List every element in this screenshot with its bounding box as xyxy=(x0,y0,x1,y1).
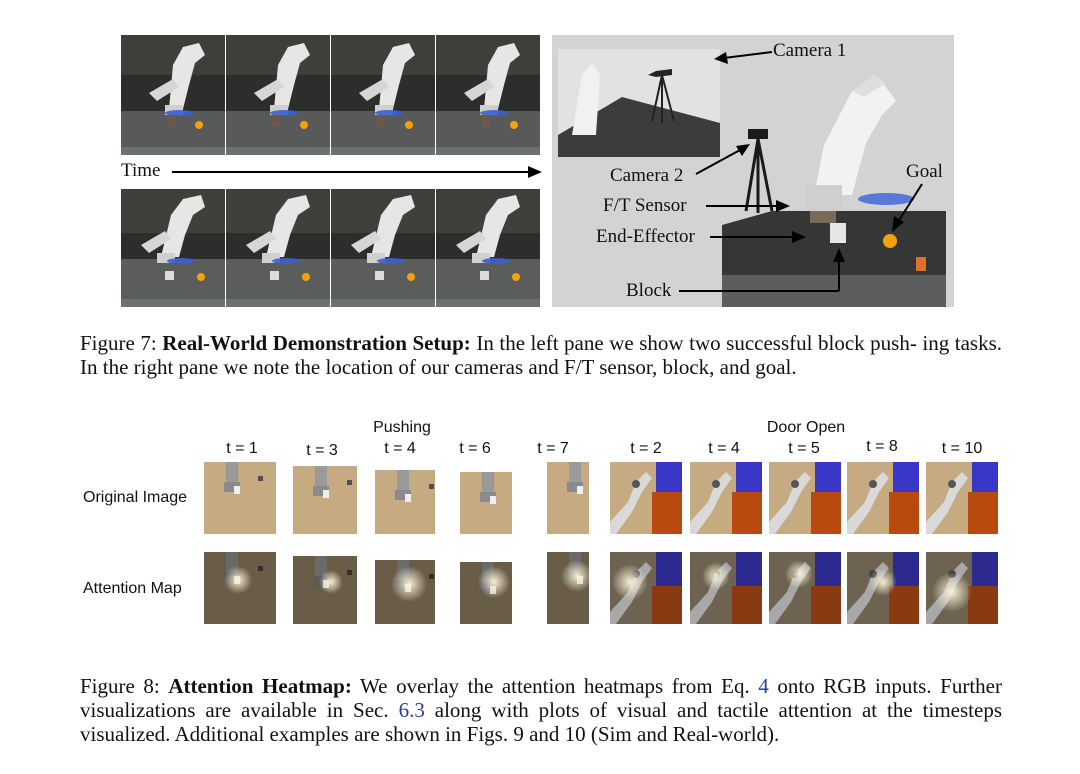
figure8-caption-prefix: Figure 8: xyxy=(80,674,169,698)
equation-reference-link[interactable]: 4 xyxy=(758,674,769,698)
original-pushing-tile xyxy=(440,462,512,534)
original-pushing-tile xyxy=(363,462,435,534)
time-label: Time xyxy=(121,160,161,181)
figure7-caption-bold: Real-World Demonstration Setup: xyxy=(162,331,471,355)
original-pushing-tile xyxy=(285,462,357,534)
original-door-tile xyxy=(610,462,682,534)
figure7-caption-text: In the left pane we show two successful … xyxy=(80,331,1002,379)
pushing-timestep: t = 4 xyxy=(384,440,416,457)
attention-map-row-label: Attention Map xyxy=(83,580,182,597)
figure8-caption: Figure 8: Attention Heatmap: We overlay … xyxy=(80,674,1002,746)
attention-door-tile xyxy=(926,552,998,624)
lab-setup-illustration xyxy=(552,35,954,307)
camera2-arrow xyxy=(695,144,750,175)
fig7-bottom-frames xyxy=(121,189,540,307)
figure8-caption-bold: Attention Heatmap: xyxy=(168,674,352,698)
door-open-title: Door Open xyxy=(766,419,846,436)
original-door-tile xyxy=(690,462,762,534)
goal-arrow xyxy=(892,183,923,232)
door-timestep: t = 8 xyxy=(866,438,898,455)
attention-door-tile xyxy=(847,552,919,624)
figure8-caption-part3: along with plots of visual and tactile a… xyxy=(80,698,1002,746)
original-door-tile xyxy=(769,462,841,534)
original-door-tile xyxy=(926,462,998,534)
time-arrow xyxy=(172,166,542,178)
ft-sensor-label: F/T Sensor xyxy=(603,195,687,216)
pushing-title: Pushing xyxy=(373,419,431,436)
attention-pushing-tile xyxy=(517,552,589,624)
pushing-timestep: t = 6 xyxy=(459,440,491,457)
figure7-caption-prefix: Figure 7: xyxy=(80,331,163,355)
ft-sensor-arrow xyxy=(706,200,790,212)
original-pushing-tile xyxy=(204,462,276,534)
original-pushing-tile xyxy=(517,462,589,534)
original-image-row-label: Original Image xyxy=(83,489,188,506)
attention-pushing-tile xyxy=(204,552,276,624)
attention-door-tile xyxy=(690,552,762,624)
attention-door-tile xyxy=(769,552,841,624)
end-effector-arrow xyxy=(710,231,806,243)
pushing-timestep: t = 7 xyxy=(537,440,569,457)
door-timestep: t = 4 xyxy=(708,440,740,457)
attention-pushing-tile xyxy=(440,552,512,624)
figure7-caption: Figure 7: Real-World Demonstration Setup… xyxy=(80,331,1002,379)
end-effector-label: End-Effector xyxy=(596,226,695,247)
fig7-setup-photo xyxy=(552,35,954,307)
section-reference-link[interactable]: 6.3 xyxy=(398,698,425,722)
robot-pushing-sequence-bottom xyxy=(121,189,540,307)
original-door-tile xyxy=(847,462,919,534)
attention-door-tile xyxy=(610,552,682,624)
goal-label: Goal xyxy=(906,161,943,182)
fig7-top-frames xyxy=(121,35,540,155)
figure8-caption-part1: We overlay the attention heatmaps from E… xyxy=(351,674,759,698)
door-timestep: t = 10 xyxy=(941,440,983,457)
pushing-timestep: t = 1 xyxy=(226,440,258,457)
robot-pushing-sequence-top xyxy=(121,35,540,155)
figure8-caption-part2: onto RGB inputs. Further visualizations … xyxy=(80,674,1002,722)
attention-pushing-tile xyxy=(285,552,357,624)
camera2-label: Camera 2 xyxy=(610,165,684,186)
camera1-arrow xyxy=(714,51,773,64)
block-label: Block xyxy=(626,280,672,301)
block-arrow xyxy=(679,248,845,292)
attention-pushing-tile xyxy=(363,552,435,624)
camera1-label: Camera 1 xyxy=(773,40,847,61)
pushing-timestep: t = 3 xyxy=(306,442,338,459)
door-timestep: t = 2 xyxy=(630,440,662,457)
door-timestep: t = 5 xyxy=(788,440,820,457)
